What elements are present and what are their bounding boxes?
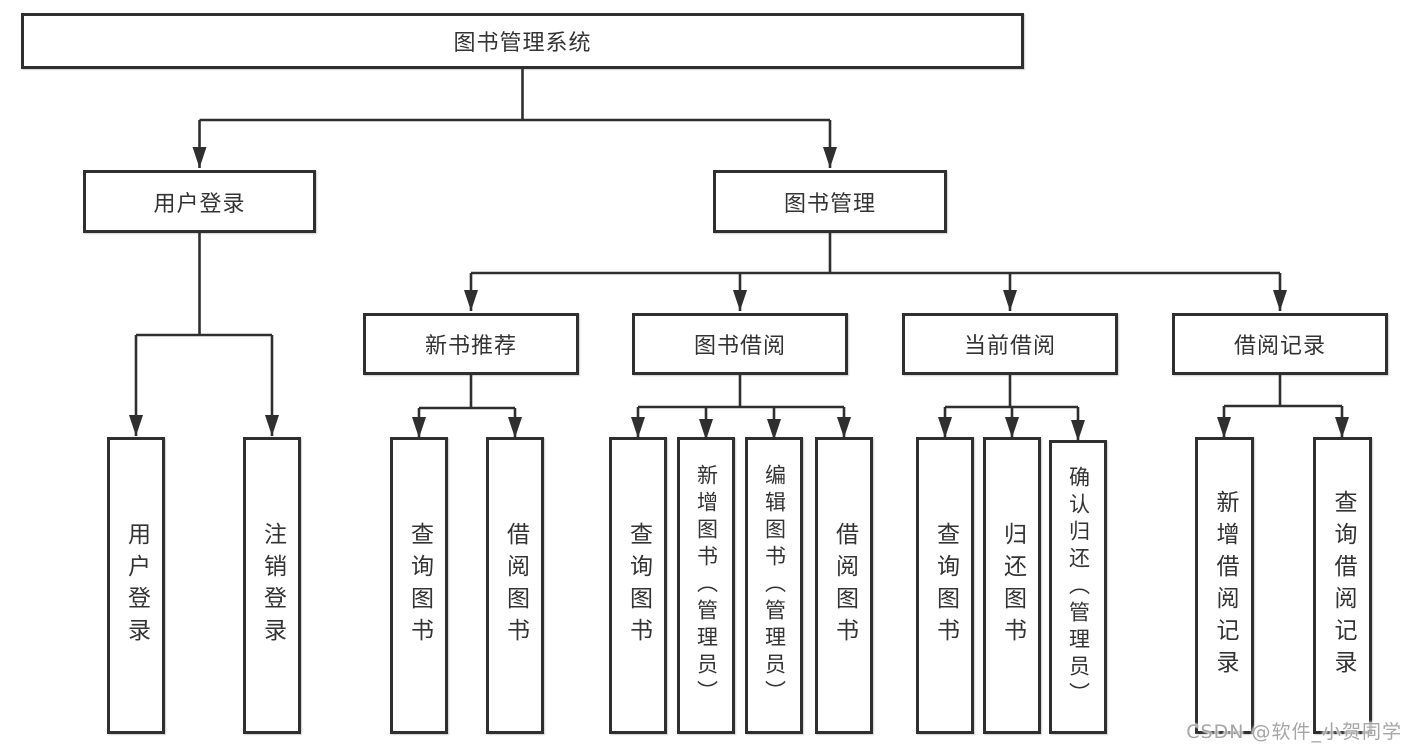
node-book-management: 图书管理 <box>713 170 947 233</box>
leaf-logout-label: 注销登录 <box>259 521 286 650</box>
leaf-cb-confirm-return-admin: 确认归还（管理员） <box>1049 440 1107 734</box>
leaf-cb-return-books: 归还图书 <box>983 437 1041 734</box>
node-root-label: 图书管理系统 <box>453 31 592 56</box>
leaf-bb-borrow-books: 借阅图书 <box>815 437 873 734</box>
leaf-logout: 注销登录 <box>243 437 301 734</box>
leaf-bb-edit-books-admin: 编辑图书（管理员） <box>745 437 803 734</box>
leaf-bb-add-books-admin: 新增图书（管理员） <box>677 437 735 734</box>
leaf-rec-query-books: 查询图书 <box>390 437 448 734</box>
node-new-book-recommend-label: 新书推荐 <box>424 334 517 359</box>
node-root: 图书管理系统 <box>21 13 1024 69</box>
leaf-br-add-record-label: 新增借阅记录 <box>1212 489 1238 682</box>
leaf-user-login-label: 用户登录 <box>123 521 150 650</box>
node-user-login: 用户登录 <box>83 170 316 233</box>
leaf-user-login: 用户登录 <box>107 437 165 734</box>
node-borrow-records: 借阅记录 <box>1172 313 1388 375</box>
node-book-borrow-label: 图书借阅 <box>693 334 786 359</box>
leaf-rec-borrow-books: 借阅图书 <box>486 437 544 734</box>
leaf-br-add-record: 新增借阅记录 <box>1195 437 1254 734</box>
leaf-bb-borrow-books-label: 借阅图书 <box>831 521 858 650</box>
leaf-rec-borrow-books-label: 借阅图书 <box>502 521 529 650</box>
node-book-management-label: 图书管理 <box>783 191 876 217</box>
leaf-cb-query-books-label: 查询图书 <box>932 521 959 650</box>
leaf-bb-add-books-admin-label: 新增图书（管理员） <box>694 464 719 707</box>
leaf-bb-query-books-label: 查询图书 <box>625 521 652 650</box>
node-book-borrow: 图书借阅 <box>632 313 848 375</box>
leaf-cb-query-books: 查询图书 <box>916 437 974 734</box>
leaf-br-query-record: 查询借阅记录 <box>1313 437 1372 734</box>
leaf-bb-edit-books-admin-label: 编辑图书（管理员） <box>762 464 787 707</box>
leaf-bb-query-books: 查询图书 <box>609 437 667 734</box>
csdn-watermark: CSDN @软件_小贺同学 <box>1186 721 1402 743</box>
leaf-cb-confirm-return-admin-label: 确认归还（管理员） <box>1066 465 1091 709</box>
node-current-borrow-label: 当前借阅 <box>963 334 1056 359</box>
leaf-br-query-record-label: 查询借阅记录 <box>1330 489 1356 682</box>
node-borrow-records-label: 借阅记录 <box>1233 334 1326 359</box>
leaf-cb-return-books-label: 归还图书 <box>999 521 1026 650</box>
leaf-rec-query-books-label: 查询图书 <box>406 521 433 650</box>
node-user-login-label: 用户登录 <box>153 191 246 217</box>
node-current-borrow: 当前借阅 <box>902 313 1118 375</box>
node-new-book-recommend: 新书推荐 <box>363 313 579 375</box>
